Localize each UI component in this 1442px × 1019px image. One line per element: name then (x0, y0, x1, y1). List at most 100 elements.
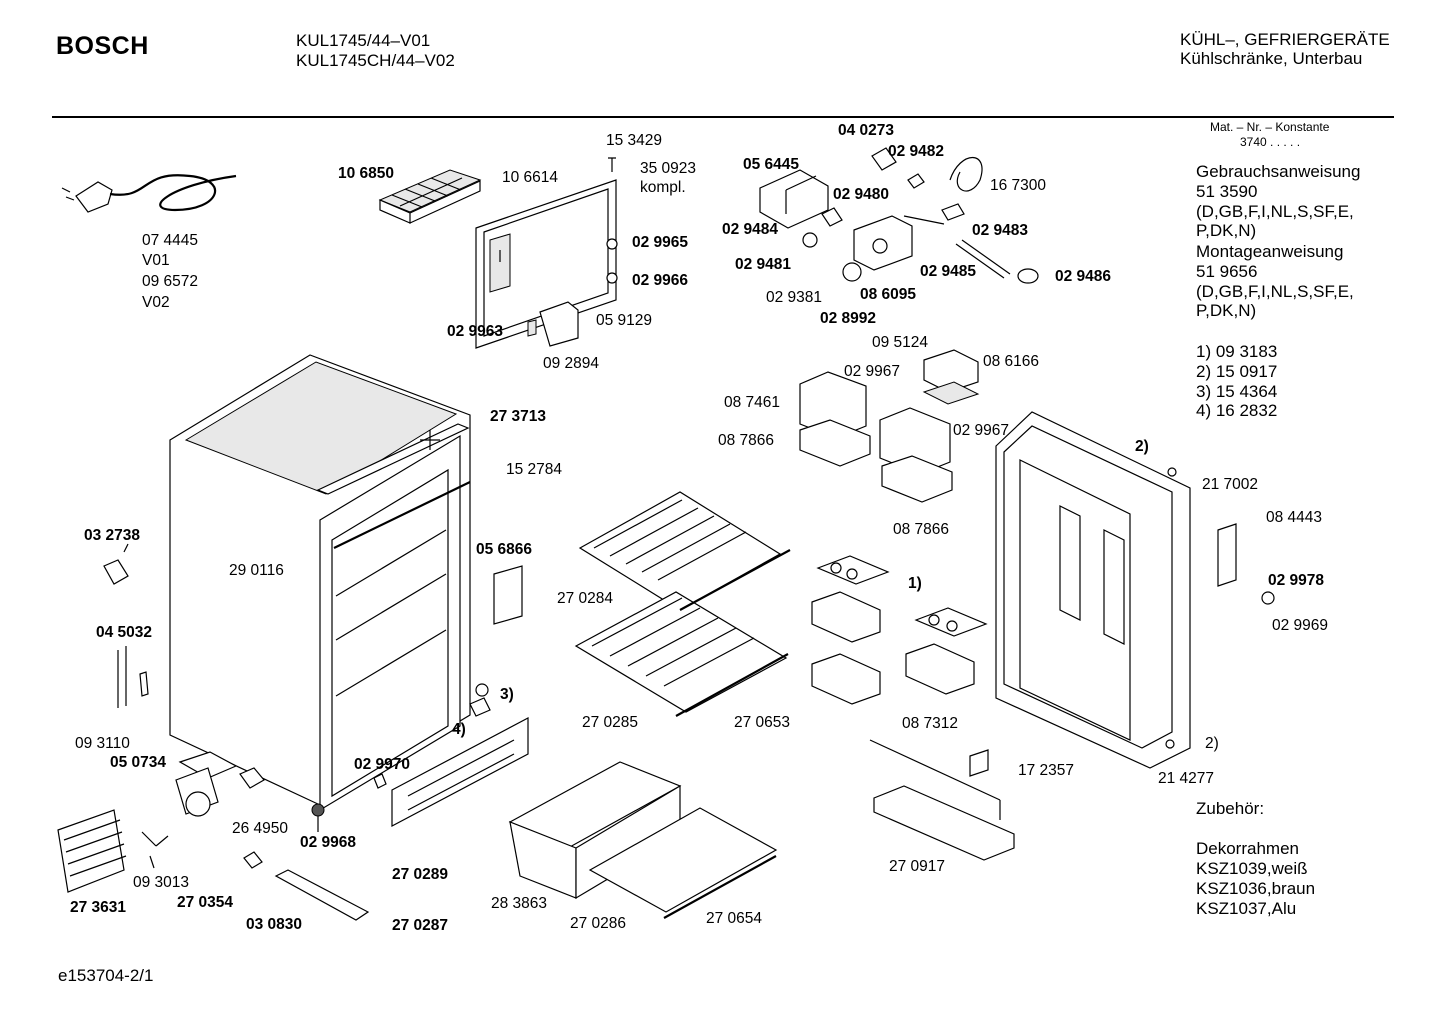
part-label: 02 9965 (632, 234, 689, 251)
part-label: 02 9381 (766, 289, 823, 306)
part-label: 02 9486 (1055, 268, 1112, 285)
category-title: KÜHL–, GEFRIERGERÄTE (1180, 30, 1390, 49)
part-label: 02 9483 (972, 222, 1029, 239)
model-number-1: KUL1745/44–V01 (296, 31, 431, 50)
numbered-note: 1) 09 3183 (1196, 342, 1278, 361)
glass-shelves-drawing (574, 491, 791, 717)
part-label: 21 7002 (1202, 476, 1259, 493)
cover-plate-drawing (493, 565, 523, 625)
numbered-note: 4) 16 2832 (1196, 401, 1278, 420)
document-code: e153704-2/1 (58, 966, 154, 985)
sidebar-line: 51 3590 (1196, 182, 1258, 201)
part-label: 02 9485 (920, 263, 977, 280)
accessory-line: KSZ1039,weiß (1196, 859, 1308, 878)
part-label: 15 3429 (606, 132, 663, 149)
part-label: 08 4443 (1266, 509, 1323, 526)
part-label: 02 9967 (844, 363, 901, 380)
cabinet-body-drawing (169, 354, 471, 812)
part-label: 35 0923 (640, 160, 697, 177)
callout-label: 3) (500, 686, 514, 703)
variant-label: V02 (142, 294, 170, 311)
part-label: 09 3013 (133, 874, 190, 891)
part-label: 27 0284 (557, 590, 614, 607)
part-label: 27 3631 (70, 899, 127, 916)
part-label: 02 9966 (632, 272, 689, 289)
part-label: 02 9978 (1268, 572, 1325, 589)
sidebar-line: P,DK,N) (1196, 301, 1257, 320)
crisper-drawing (508, 761, 778, 919)
part-label: 02 9484 (722, 221, 779, 238)
part-label: 27 0286 (570, 915, 627, 932)
ice-tray-drawing (378, 169, 482, 224)
part-label: 02 9481 (735, 256, 792, 273)
part-label: 02 9480 (833, 186, 890, 203)
variant-label: V01 (142, 252, 170, 269)
power-cord-drawing (61, 174, 237, 213)
thermostat-assembly-drawing (759, 147, 1039, 284)
fridge-door-drawing (995, 411, 1275, 769)
egg-trays-drawing (811, 555, 1015, 861)
part-label: 26 4950 (232, 820, 289, 837)
part-label: 15 2784 (506, 461, 563, 478)
part-label: 08 7312 (902, 715, 959, 732)
mat-nr-value: 3740 . . . . . (1240, 135, 1301, 149)
part-label: 03 2738 (84, 527, 141, 544)
callout-label: 4) (452, 721, 466, 738)
left-components-drawing (57, 543, 529, 921)
part-label: 21 4277 (1158, 770, 1215, 787)
sidebar-line: P,DK,N) (1196, 221, 1257, 240)
part-label-note: kompl. (640, 179, 686, 196)
part-label: 09 3110 (75, 735, 130, 752)
accessories-title: Zubehör: (1196, 799, 1265, 818)
part-label: 08 6095 (860, 286, 917, 303)
sidebar-line: (D,GB,F,I,NL,S,SF,E, (1196, 202, 1354, 221)
part-label: 02 9968 (300, 834, 357, 851)
accessory-line: KSZ1036,braun (1196, 879, 1316, 898)
subcategory-title: Kühlschränke, Unterbau (1180, 49, 1363, 68)
part-label: 27 3713 (490, 408, 547, 425)
sidebar-line: Gebrauchsanweisung (1196, 162, 1361, 181)
part-label: 27 0653 (734, 714, 791, 731)
part-label: 10 6614 (502, 169, 559, 186)
sidebar-line: (D,GB,F,I,NL,S,SF,E, (1196, 282, 1354, 301)
callout-label: 2) (1205, 735, 1219, 752)
accessory-line: Dekorrahmen (1196, 839, 1299, 858)
part-label: 16 7300 (990, 177, 1047, 194)
numbered-note: 2) 15 0917 (1196, 362, 1278, 381)
part-label: 02 9969 (1272, 617, 1329, 634)
part-label: 27 0285 (582, 714, 639, 731)
model-number-2: KUL1745CH/44–V02 (296, 51, 455, 70)
part-label: 02 9482 (888, 143, 945, 160)
part-label: 09 6572 (142, 273, 199, 290)
part-label: 05 0734 (110, 754, 167, 771)
part-label: 08 7866 (893, 521, 950, 538)
callout-label: 1) (908, 575, 922, 592)
door-shelves-drawing (799, 349, 980, 503)
part-label: 02 8992 (820, 310, 877, 327)
part-label: 27 0654 (706, 910, 763, 927)
part-label: 02 9963 (447, 323, 504, 340)
part-label: 09 2894 (543, 355, 600, 372)
numbered-note: 3) 15 4364 (1196, 382, 1278, 401)
part-label: 05 9129 (596, 312, 653, 329)
part-label: 29 0116 (229, 562, 284, 579)
part-label: 04 0273 (838, 122, 895, 139)
part-label: 08 6166 (983, 353, 1040, 370)
part-label: 08 7866 (718, 432, 775, 449)
part-label: 27 0917 (889, 858, 946, 875)
part-label: 03 0830 (246, 916, 303, 933)
part-label: 28 3863 (491, 895, 548, 912)
brand-logo: BOSCH (56, 32, 149, 60)
accessory-line: KSZ1037,Alu (1196, 899, 1297, 918)
part-label: 04 5032 (96, 624, 153, 641)
part-label: 02 9967 (953, 422, 1010, 439)
part-label: 09 5124 (872, 334, 929, 351)
callout-label: 2) (1135, 438, 1149, 455)
part-label: 10 6850 (338, 165, 395, 182)
part-label: 07 4445 (142, 232, 199, 249)
part-label: 02 9970 (354, 756, 411, 773)
part-label: 27 0354 (177, 894, 234, 911)
part-label: 05 6445 (743, 156, 800, 173)
part-label: 17 2357 (1018, 762, 1075, 779)
